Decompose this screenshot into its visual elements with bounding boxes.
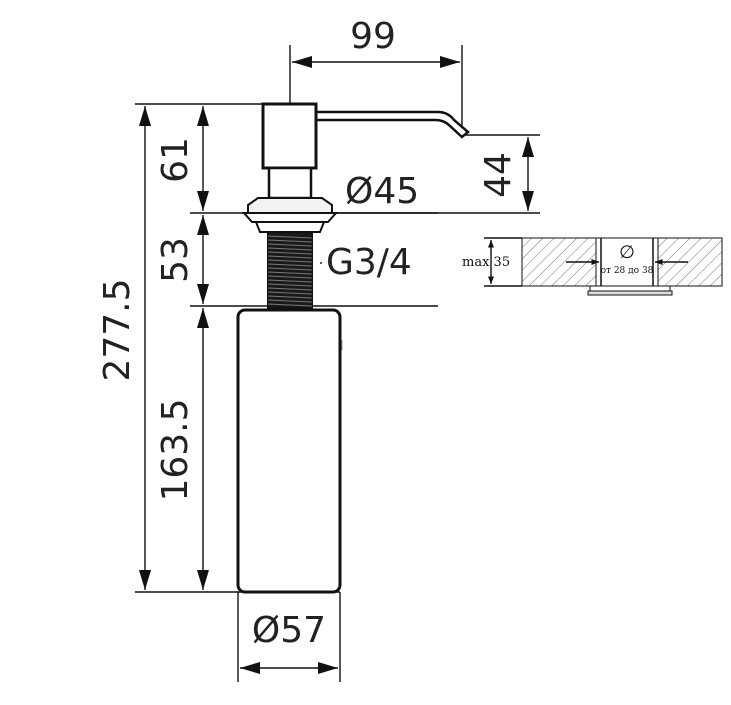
spout-height-label: 44 [478,152,519,198]
dispenser-outline [236,102,470,594]
thread-length-label: 53 [155,237,196,283]
dimension-labels: 99 61 53 277.5 163.5 44 Ø45 G3/4 Ø57 [97,16,519,651]
dimension-lines [139,56,534,674]
flange-diameter-label: Ø45 [345,171,419,212]
head-height-label: 61 [155,137,196,183]
thread-size-label: G3/4 [326,242,412,283]
bottle-diameter-label: Ø57 [252,610,326,651]
total-height-label: 277.5 [97,278,138,381]
mount-detail: max 35 ∅ от 28 до 38 [462,237,723,296]
hole-range-label: от 28 до 38 [601,266,654,276]
thread-ridges [267,235,313,307]
max-thickness-label: max 35 [462,255,510,270]
bottle-height-label: 163.5 [155,398,196,501]
hole-diameter-symbol: ∅ [619,242,635,263]
spout-length-label: 99 [350,16,396,57]
